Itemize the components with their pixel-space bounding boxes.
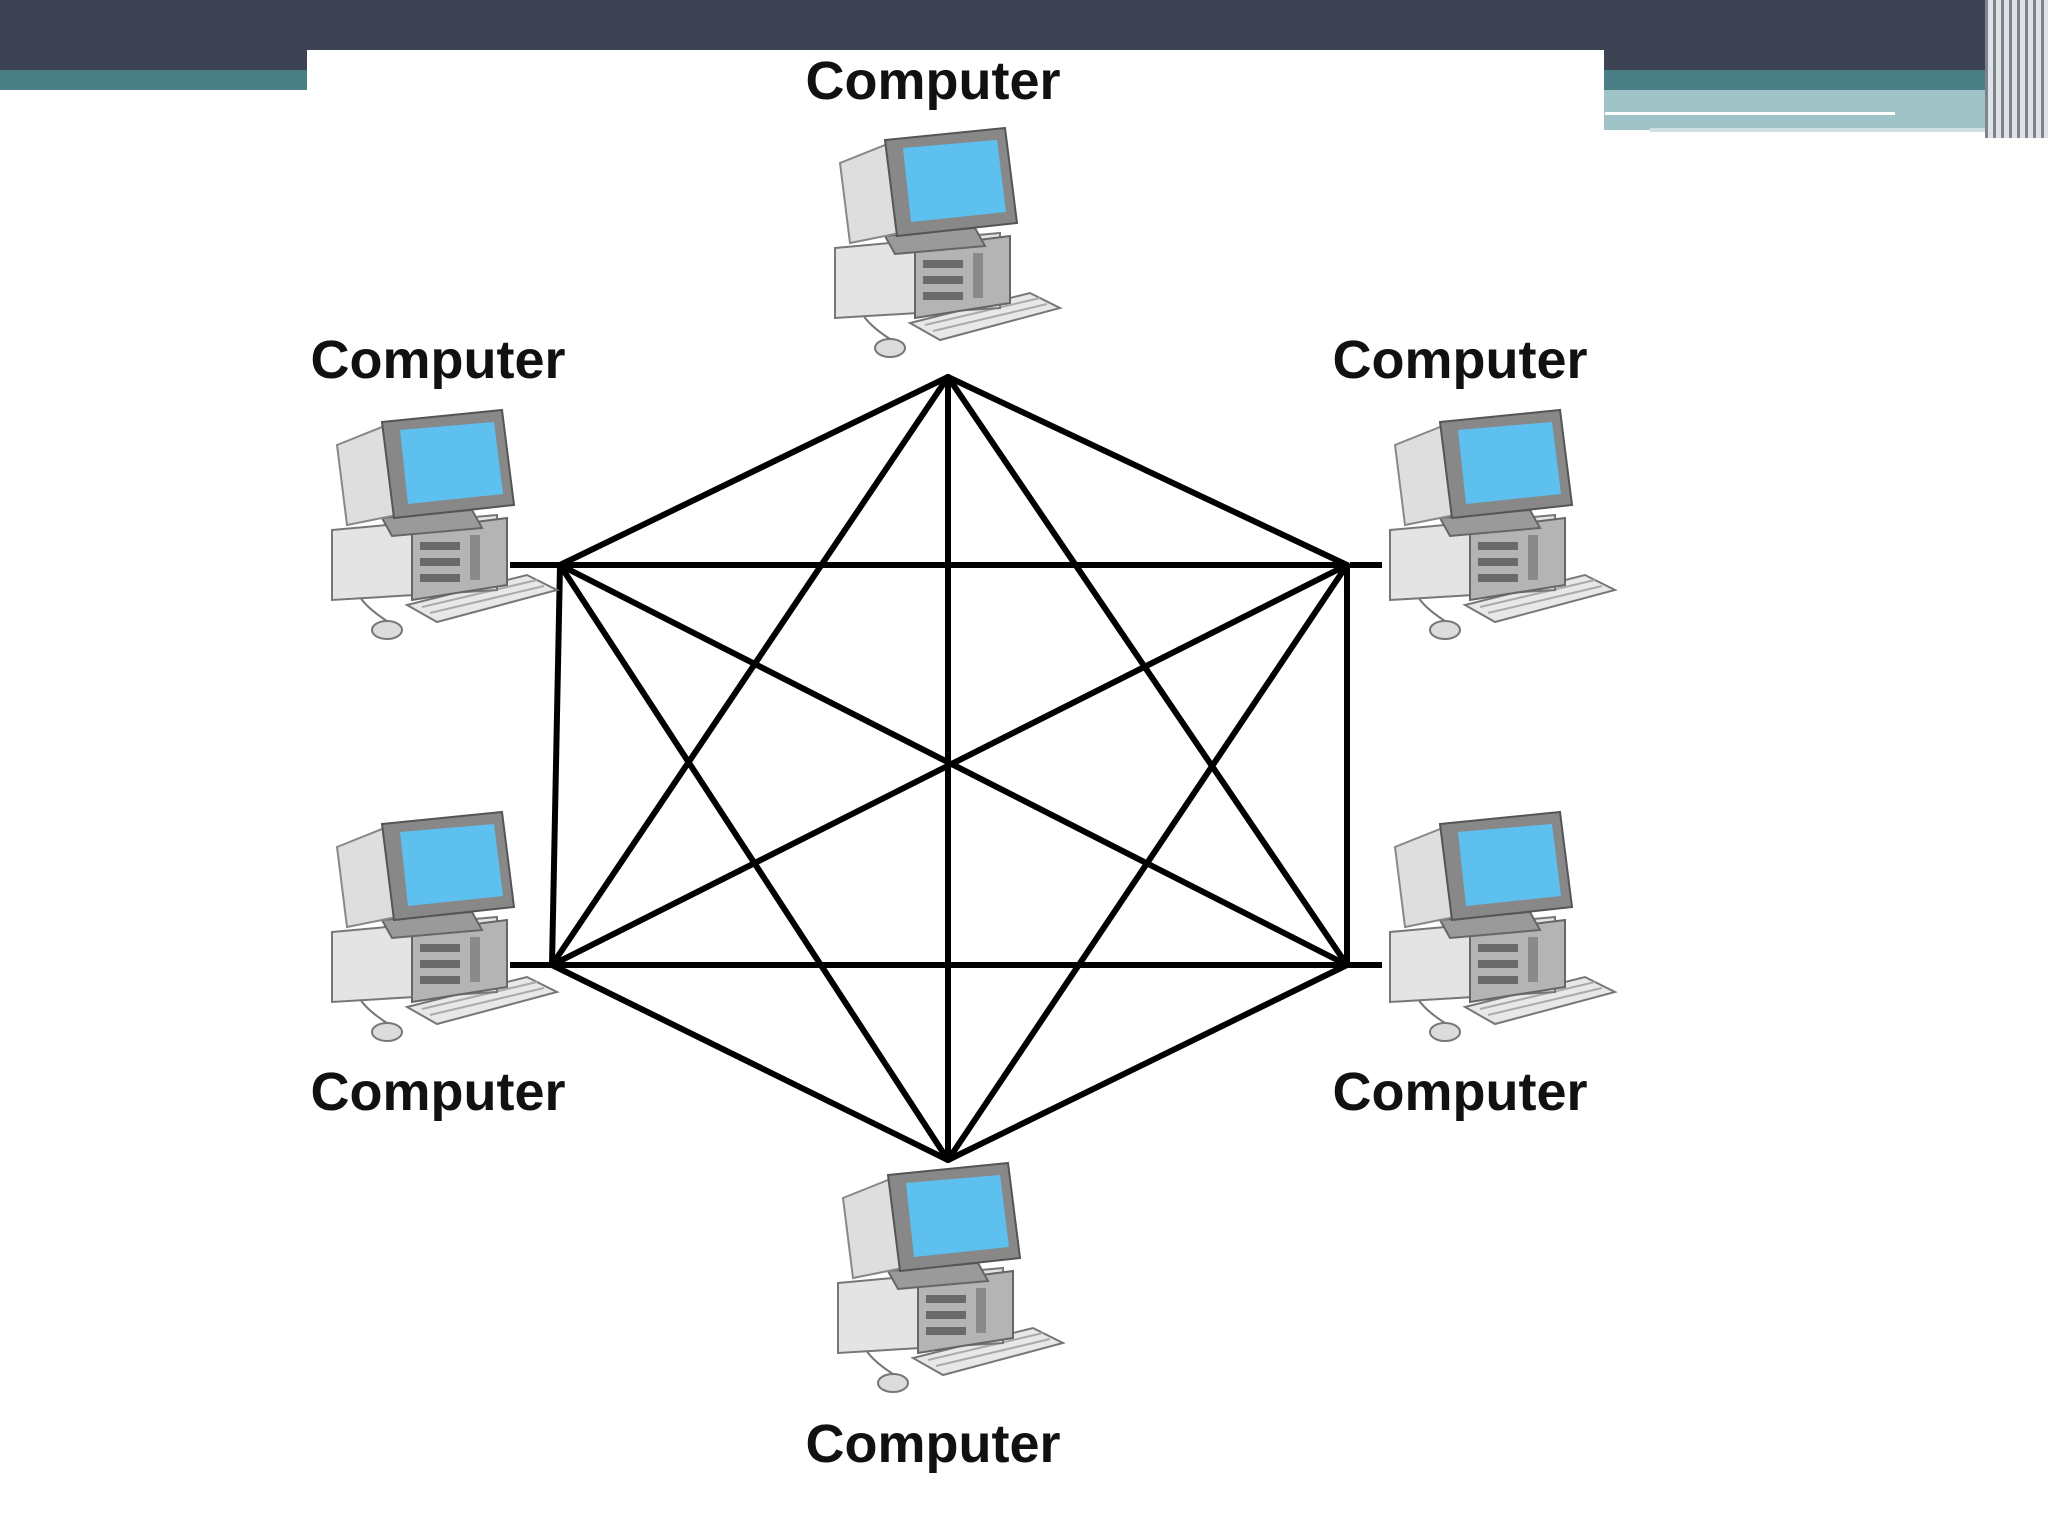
computer-icon: [837, 1162, 1064, 1393]
mesh-link-lower-right-bottom: [945, 962, 1350, 1163]
node-label-lower-left: Computer: [311, 1062, 566, 1122]
mesh-link-lower-right-upper-left: [557, 562, 1350, 968]
node-label-top: Computer: [806, 51, 1061, 111]
header-corner-stripes: [1985, 0, 2048, 138]
computer-icon: [1389, 409, 1616, 640]
mesh-link-top-upper-left: [557, 374, 951, 568]
computer-icon: [331, 409, 558, 640]
mesh-link-top-lower-right: [945, 374, 1350, 968]
node-label-upper-right: Computer: [1333, 330, 1588, 390]
header-stripe-line-2: [1605, 112, 1895, 115]
computer-icon: [331, 811, 558, 1042]
computer-icon: [834, 127, 1061, 358]
node-label-bottom: Computer: [806, 1414, 1061, 1474]
mesh-links: [549, 374, 1350, 1163]
computer-icon: [1389, 811, 1616, 1042]
mesh-link-bottom-upper-left: [557, 562, 951, 1163]
node-label-upper-left: Computer: [311, 330, 566, 390]
mesh-link-top-upper-right: [945, 374, 1350, 568]
mesh-link-lower-left-upper-left: [549, 562, 563, 968]
header-stripe-line: [1650, 128, 2048, 132]
header-band-light: [1600, 90, 2048, 130]
node-label-lower-right: Computer: [1333, 1062, 1588, 1122]
mesh-link-top-lower-left: [549, 374, 951, 968]
mesh-link-bottom-lower-left: [549, 962, 951, 1163]
